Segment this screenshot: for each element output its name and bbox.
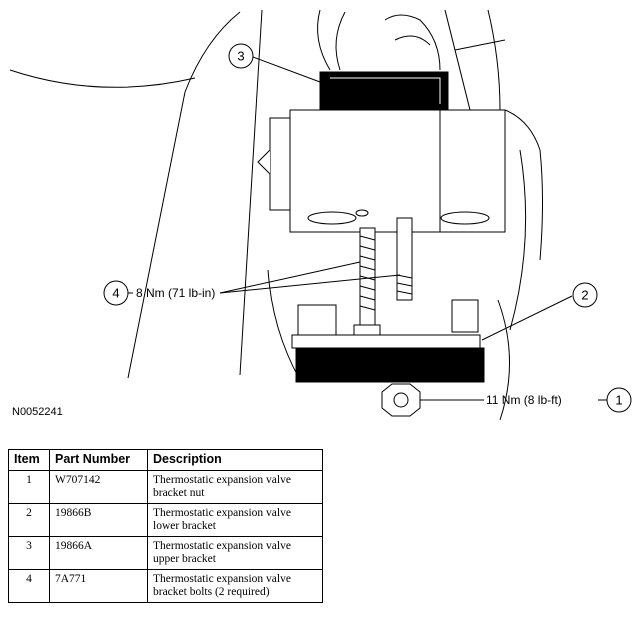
- description-line-2: lower bracket: [153, 520, 216, 532]
- callout-4: 4 8 Nm (71 lb-in): [103, 280, 215, 306]
- callout-1-number: 1: [615, 393, 622, 408]
- description-line-2: upper bracket: [153, 553, 216, 565]
- background-hoses: [9, 9, 543, 421]
- figure-id: N0052241: [12, 406, 63, 418]
- description-line-1: Thermostatic expansion valve: [153, 474, 291, 486]
- callout-4-number: 4: [112, 286, 119, 301]
- part-number-cell: 19866B: [49, 503, 148, 537]
- part-number-cell: 19866A: [49, 536, 148, 570]
- callout-1: 1 11 Nm (8 lb-ft): [486, 387, 632, 413]
- callout-3: 3: [228, 43, 254, 69]
- bracket-nut: [381, 383, 421, 417]
- exploded-view-diagram: 1 11 Nm (8 lb-ft) 2 3 4 8 Nm (71 lb-in): [9, 9, 632, 421]
- part-number-cell: 7A771: [49, 569, 148, 603]
- callout-3-number: 3: [237, 49, 244, 64]
- callout-2: 2: [572, 282, 598, 308]
- header-part-number: Part Number: [49, 449, 148, 471]
- item-cell: 3: [8, 536, 50, 570]
- table-header-row: Item Part Number Description: [8, 449, 323, 471]
- header-item: Item: [8, 449, 50, 471]
- item-cell: 1: [8, 470, 50, 504]
- part-number-cell: W707142: [49, 470, 148, 504]
- callout-1-torque: 11 Nm (8 lb-ft): [486, 393, 562, 407]
- description-line-1: Thermostatic expansion valve: [153, 573, 291, 585]
- expansion-valve-body: [257, 109, 506, 233]
- item-cell: 4: [8, 569, 50, 603]
- description-line-2: bracket nut: [153, 487, 205, 499]
- description-line-1: Thermostatic expansion valve: [153, 507, 291, 519]
- parts-table: Item Part Number Description 1 W707142 T…: [8, 449, 323, 603]
- callout-2-number: 2: [581, 288, 588, 303]
- callout-4-torque: 8 Nm (71 lb-in): [136, 286, 215, 300]
- bracket-bolts: [353, 217, 413, 339]
- upper-bracket: [319, 71, 449, 111]
- description-line-2: bracket bolts (2 required): [153, 586, 270, 598]
- description-line-1: Thermostatic expansion valve: [153, 540, 291, 552]
- header-description: Description: [147, 449, 323, 471]
- leader-lines: [128, 56, 607, 401]
- lower-bracket: [291, 299, 485, 383]
- item-cell: 2: [8, 503, 50, 537]
